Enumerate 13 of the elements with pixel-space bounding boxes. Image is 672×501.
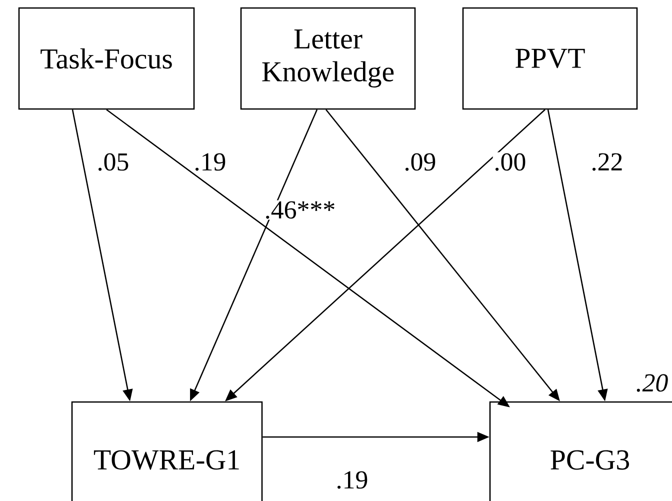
path-coefficient: .46***: [263, 200, 337, 220]
variable-box: Letter Knowledge: [240, 7, 416, 110]
path-coefficient: .00: [492, 152, 528, 172]
r-squared-label: .20: [636, 374, 668, 392]
path-coefficient: .22: [590, 152, 624, 172]
path-coefficient: .19: [334, 470, 370, 490]
path-coefficient: .05: [96, 152, 130, 172]
path-coefficient: .19: [192, 152, 228, 172]
variable-box: Task-Focus: [18, 7, 195, 110]
path-coefficient: .09: [402, 152, 438, 172]
variable-box: PPVT: [462, 7, 638, 110]
variable-box: PC-G3: [489, 401, 672, 501]
variable-box: TOWRE-G1: [71, 401, 263, 501]
